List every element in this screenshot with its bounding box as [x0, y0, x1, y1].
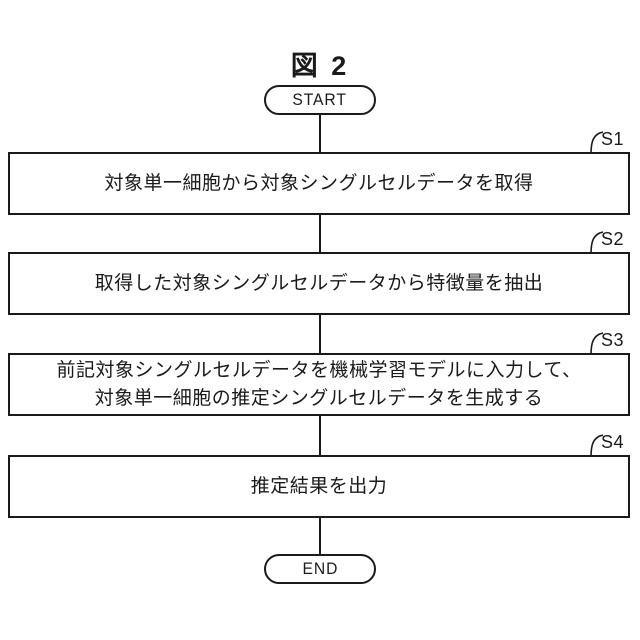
- step-s3-text-line1: 前記対象シングルセルデータを機械学習モデルに入力して、: [56, 359, 582, 381]
- step-label-s2: S2: [601, 229, 625, 249]
- step-label-s3: S3: [601, 330, 625, 350]
- leader-hook-s3: [590, 332, 603, 355]
- step-s4-text: 推定結果を出力: [250, 475, 388, 497]
- leader-hook-s1: [590, 131, 603, 154]
- connector-s1-s2: [319, 214, 321, 253]
- connector-s2-s3: [319, 314, 321, 354]
- step-s3-text-line2: 対象単一細胞の推定シングルセルデータを生成する: [94, 387, 544, 409]
- start-label: START: [292, 90, 348, 109]
- leader-hook-s2: [590, 231, 603, 254]
- end-node: END: [264, 554, 376, 584]
- step-label-s4: S4: [601, 432, 625, 452]
- step-box-s2: 取得した対象シングルセルデータから特徴量を抽出: [8, 252, 630, 315]
- start-node: START: [264, 85, 376, 115]
- step-s1-text: 対象単一細胞から対象シングルセルデータを取得: [104, 172, 534, 194]
- step-box-s4: 推定結果を出力: [8, 455, 630, 518]
- connector-s4-end: [319, 517, 321, 555]
- step-box-s3: 前記対象シングルセルデータを機械学習モデルに入力して、 対象単一細胞の推定シング…: [8, 353, 630, 416]
- leader-hook-s4: [590, 434, 603, 457]
- connector-s3-s4: [319, 415, 321, 456]
- connector-start-s1: [319, 113, 321, 153]
- end-label: END: [302, 559, 338, 578]
- step-box-s1: 対象単一細胞から対象シングルセルデータを取得: [8, 152, 630, 215]
- step-label-s1: S1: [601, 129, 625, 149]
- figure-title: 図 2: [290, 51, 350, 81]
- step-s2-text: 取得した対象シングルセルデータから特徴量を抽出: [94, 272, 544, 294]
